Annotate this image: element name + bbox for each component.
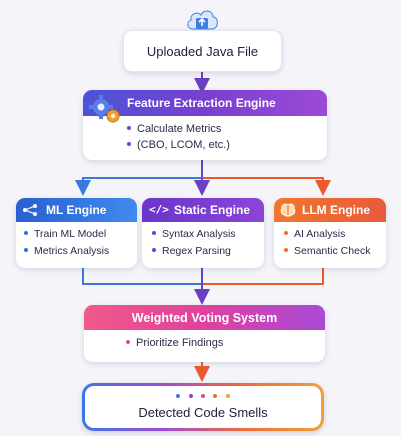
bullet-calculate-metrics: Calculate Metrics xyxy=(127,123,221,135)
detected-code-smells-box: Detected Code Smells xyxy=(82,383,324,431)
arrow-merge-right xyxy=(202,268,324,285)
llm-engine-title: LLM Engine xyxy=(302,203,370,217)
bullet-semantic-check: Semantic Check xyxy=(284,245,370,257)
feature-extraction-card: Feature Extraction Engine Calculate Metr… xyxy=(83,90,327,160)
ml-engine-card: ML Engine Train ML Model Metrics Analysi… xyxy=(16,198,137,268)
arrow-merge-left xyxy=(82,268,202,285)
dot-pink xyxy=(201,394,205,398)
network-icon xyxy=(22,203,38,222)
llm-engine-header: LLM Engine xyxy=(274,198,386,222)
feature-extraction-title: Feature Extraction Engine xyxy=(127,96,276,110)
ml-engine-header: ML Engine xyxy=(16,198,137,222)
gears-icon xyxy=(88,93,122,125)
feature-extraction-header: Feature Extraction Engine xyxy=(83,90,327,116)
bullet-syntax-analysis: Syntax Analysis xyxy=(152,228,236,240)
arrow-split-left xyxy=(75,177,202,196)
bullet-train-ml-model: Train ML Model xyxy=(24,228,106,240)
dot-purple xyxy=(188,394,193,398)
ml-engine-title: ML Engine xyxy=(46,203,107,217)
static-engine-header: </> Static Engine xyxy=(142,198,264,222)
llm-engine-card: LLM Engine AI Analysis Semantic Check xyxy=(274,198,386,268)
detected-code-smells-label: Detected Code Smells xyxy=(138,405,268,420)
weighted-voting-card: Weighted Voting System Prioritize Findin… xyxy=(84,305,325,362)
static-engine-title: Static Engine xyxy=(174,203,251,217)
static-engine-card: </> Static Engine Syntax Analysis Regex … xyxy=(142,198,264,268)
code-icon: </> xyxy=(149,203,169,216)
bullet-metrics-analysis: Metrics Analysis xyxy=(24,245,109,257)
uploaded-java-file-box: Uploaded Java File xyxy=(123,30,282,72)
bullet-cbo-lcom: (CBO, LCOM, etc.) xyxy=(127,139,230,151)
cloud-upload-icon xyxy=(184,5,220,33)
bullet-ai-analysis: AI Analysis xyxy=(284,228,345,240)
detected-code-smells-inner: Detected Code Smells xyxy=(85,386,321,428)
bullet-regex-parsing: Regex Parsing xyxy=(152,245,231,257)
bullet-prioritize-findings: Prioritize Findings xyxy=(126,337,223,349)
dot-blue xyxy=(176,394,181,398)
arrow-split-right xyxy=(202,177,331,196)
indicator-dots xyxy=(85,392,321,398)
weighted-voting-header: Weighted Voting System xyxy=(84,305,325,330)
dot-orange xyxy=(213,394,218,398)
uploaded-java-file-label: Uploaded Java File xyxy=(146,44,259,59)
brain-icon xyxy=(280,203,296,222)
weighted-voting-title: Weighted Voting System xyxy=(131,311,278,325)
dot-yellow xyxy=(225,394,230,398)
